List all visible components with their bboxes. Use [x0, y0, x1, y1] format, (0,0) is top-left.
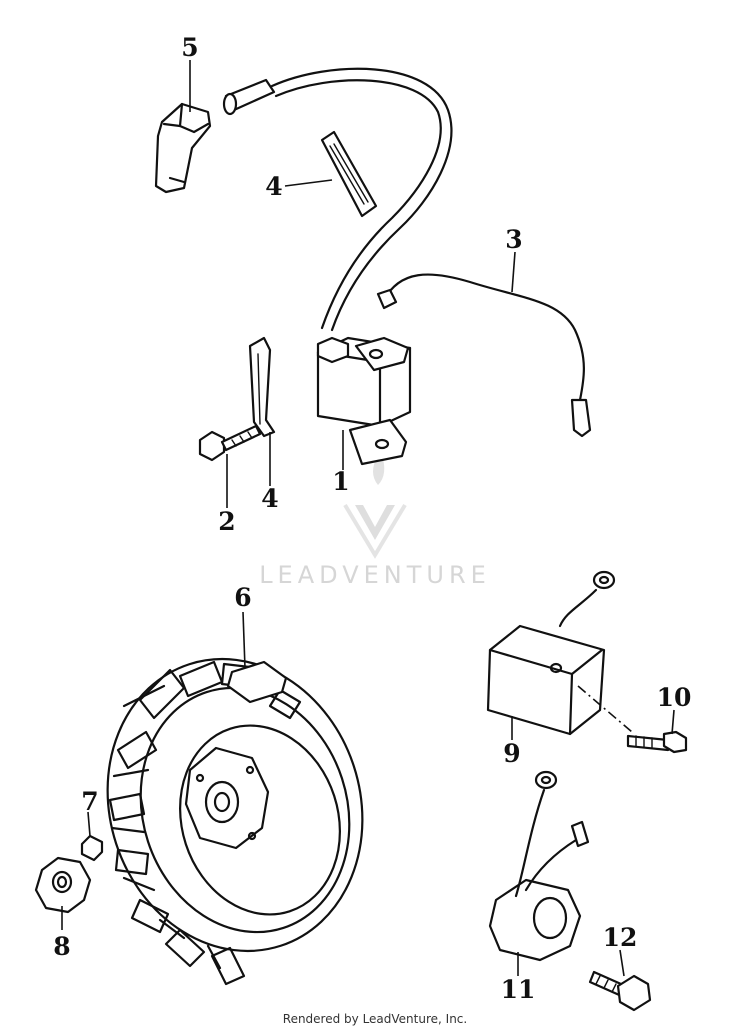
callout-10: 10	[657, 683, 692, 712]
part-9-electronic-module	[486, 570, 616, 736]
part-5-lead-cap	[222, 78, 276, 116]
part-12-bolt	[588, 970, 652, 1012]
watermark-logo	[343, 455, 407, 559]
part-10-screw	[626, 730, 688, 754]
part-11-switch	[488, 770, 590, 962]
callout-11: 11	[501, 975, 536, 1004]
part-3-ground-wire	[376, 273, 592, 438]
callout-4-lower: 4	[261, 484, 278, 513]
callout-5: 5	[181, 33, 198, 62]
callout-8: 8	[53, 932, 70, 961]
high-tension-lead	[270, 67, 453, 332]
callout-4-upper: 4	[265, 172, 282, 201]
part-4-upper-spacer	[320, 130, 378, 218]
footer-credit: Rendered by LeadVenture, Inc.	[282, 1012, 468, 1026]
callout-12: 12	[603, 923, 638, 952]
callout-2: 2	[218, 507, 235, 536]
part-5-spark-plug-boot	[154, 102, 212, 194]
part-4-lower-bracket	[248, 336, 276, 438]
callout-9: 9	[503, 739, 520, 768]
callout-7: 7	[81, 787, 98, 816]
part-2-screw	[198, 424, 262, 462]
callout-6: 6	[234, 583, 251, 612]
callout-3: 3	[505, 225, 522, 254]
callout-1: 1	[332, 467, 349, 496]
watermark-text: LEADVENTURE	[259, 561, 491, 589]
part-8-flywheel-nut	[34, 856, 92, 914]
part-7-flywheel-key	[80, 834, 104, 862]
leader-lines	[61, 60, 675, 977]
part-6-flywheel	[106, 657, 364, 986]
part-1-ignition-coil	[316, 336, 412, 466]
